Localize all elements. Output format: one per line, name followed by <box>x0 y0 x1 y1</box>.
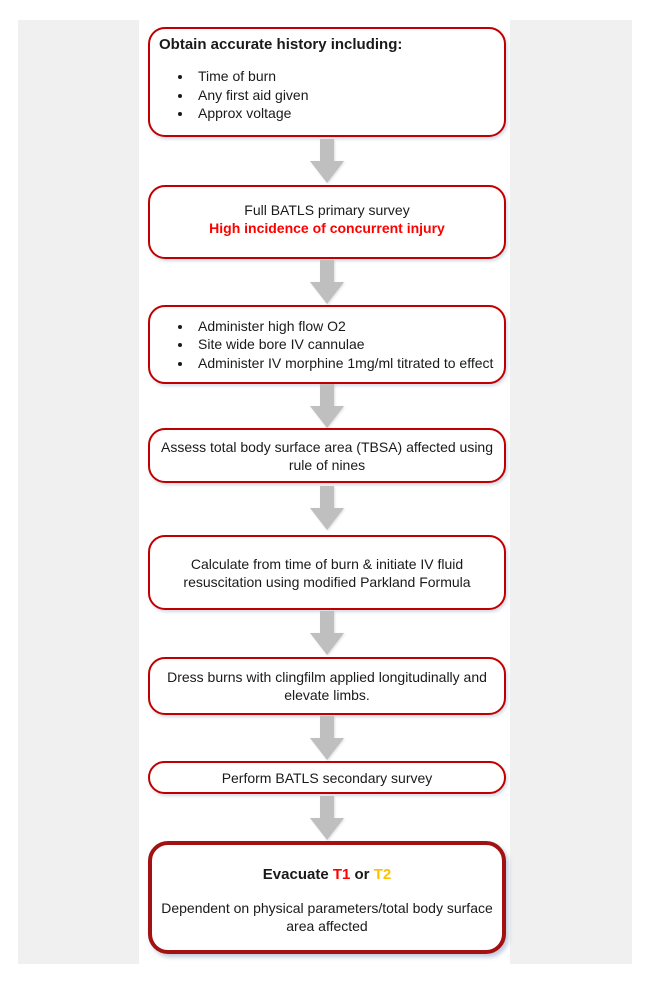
treatment-bullet-cannulae: Site wide bore IV cannulae <box>193 335 495 353</box>
treatment-bullet-morphine: Administer IV morphine 1mg/ml titrated t… <box>193 354 495 372</box>
secondary-survey-text: Perform BATLS secondary survey <box>221 769 433 786</box>
history-bullet-time-of-burn: Time of burn <box>193 67 495 85</box>
fluid-resuscitation-line1: Calculate from time of burn & initiate I… <box>190 555 464 572</box>
history-bullet-list: Time of burn Any first aid given Approx … <box>159 67 495 122</box>
flow-arrow-down-icon <box>310 139 344 183</box>
evacuate-title: Evacuate T1 or T2 <box>263 866 391 884</box>
step-initial-treatment-box: Administer high flow O2 Site wide bore I… <box>148 305 506 384</box>
evacuate-subtitle-line1: Dependent on physical parameters/total b… <box>161 900 493 916</box>
dress-burns-line1: Dress burns with clingfilm applied longi… <box>167 669 487 685</box>
primary-survey-line: Full BATLS primary survey <box>244 202 410 218</box>
evacuate-title-prefix: Evacuate <box>262 866 333 883</box>
treatment-bullet-list: Administer high flow O2 Site wide bore I… <box>159 317 495 373</box>
flow-arrow-down-icon <box>310 716 344 760</box>
flow-arrow-down-icon <box>310 384 344 428</box>
step-primary-survey-box: Full BATLS primary survey High incidence… <box>148 185 506 259</box>
flow-arrow-down-icon <box>310 486 344 530</box>
step-dress-burns-box: Dress burns with clingfilm applied longi… <box>148 657 506 715</box>
step-fluid-resuscitation-box: Calculate from time of burn & initiate I… <box>148 535 506 610</box>
fluid-resuscitation-line2: resuscitation using modified Parkland Fo… <box>183 573 471 590</box>
step-secondary-survey-box: Perform BATLS secondary survey <box>148 761 506 794</box>
step-assess-tbsa-box: Assess total body surface area (TBSA) af… <box>148 428 506 483</box>
evacuate-t1-label: T1 <box>332 866 351 883</box>
flow-arrow-down-icon <box>310 611 344 655</box>
evacuate-subtitle: Dependent on physical parameters/total b… <box>161 899 493 935</box>
step-obtain-history-box: Obtain accurate history including: Time … <box>148 27 506 137</box>
dress-burns-line2: elevate limbs. <box>284 687 370 703</box>
concurrent-injury-warning: High incidence of concurrent injury <box>209 220 445 236</box>
history-bullet-voltage: Approx voltage <box>193 104 495 122</box>
treatment-bullet-oxygen: Administer high flow O2 <box>193 317 495 335</box>
history-title: Obtain accurate history including: <box>159 36 403 53</box>
step-evacuate-box: Evacuate T1 or T2 Dependent on physical … <box>148 841 506 954</box>
assess-tbsa-line2: rule of nines <box>288 456 366 473</box>
flow-arrow-down-icon <box>310 796 344 840</box>
flow-arrow-down-icon <box>310 260 344 304</box>
assess-tbsa-line1: Assess total body surface area (TBSA) af… <box>160 438 494 455</box>
evacuate-subtitle-line2: area affected <box>286 918 368 934</box>
evacuate-t2-label: T2 <box>373 866 392 883</box>
evacuate-title-or: or <box>350 866 374 883</box>
history-bullet-first-aid: Any first aid given <box>193 86 495 104</box>
